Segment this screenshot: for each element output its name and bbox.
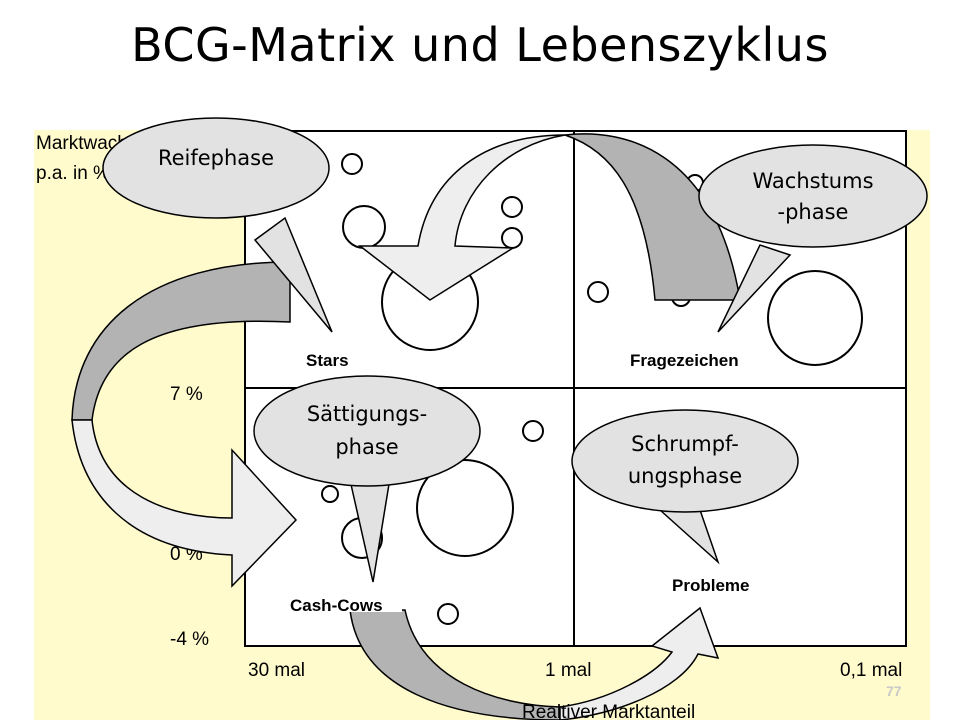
callout-tail-reife	[253, 216, 333, 333]
phase-text-wachstum-2: -phase	[777, 200, 849, 224]
portfolio-circle	[341, 153, 363, 175]
arrow-saturation-to-decline	[349, 606, 720, 720]
y-tick-7: 7 %	[170, 384, 203, 405]
y-tick-minus4: -4 %	[170, 629, 210, 650]
portfolio-circle	[342, 205, 386, 249]
quadrant-label-probleme: Probleme	[672, 576, 750, 595]
slide-title: BCG-Matrix und Lebenszyklus	[131, 18, 829, 72]
portfolio-circle	[501, 227, 523, 249]
phase-text-saettigung-2: phase	[335, 435, 399, 459]
page-number: 77	[886, 683, 902, 699]
portfolio-circle	[587, 281, 609, 303]
callout-saettigung	[253, 375, 481, 487]
phase-text-schrumpf-1: Schrumpf-	[631, 432, 739, 456]
phase-text-wachstum-1: Wachstums	[752, 169, 874, 193]
portfolio-circle	[437, 603, 459, 625]
x-axis-label: Realtiver Marktanteil	[522, 702, 696, 720]
portfolio-circle	[416, 459, 514, 557]
callout-tail-wachstum	[717, 244, 792, 333]
phase-text-schrumpf-2: ungsphase	[627, 464, 743, 488]
portfolio-circle	[501, 196, 523, 218]
portfolio-circle	[522, 420, 544, 442]
phase-text-reife: Reifephase	[157, 146, 275, 170]
callout-wachstum	[698, 144, 928, 248]
x-tick-1: 1 mal	[545, 660, 592, 681]
portfolio-circle	[767, 270, 863, 366]
x-tick-30: 30 mal	[248, 660, 306, 681]
y-axis-label-line2: p.a. in %	[36, 163, 110, 184]
quadrant-label-stars: Stars	[306, 351, 349, 370]
callout-schrumpf	[571, 409, 799, 513]
quadrant-label-cash-cows: Cash-Cows	[290, 596, 383, 615]
phase-callouts	[102, 117, 928, 583]
quadrant-label-fragezeichen: Fragezeichen	[630, 351, 739, 370]
callout-reife	[102, 117, 330, 219]
x-tick-0-1: 0,1 mal	[840, 660, 903, 681]
y-axis-label-line1: Marktwachstum	[36, 133, 128, 154]
arrow-maturity-to-saturation	[71, 261, 298, 588]
portfolio-circle	[321, 485, 339, 503]
phase-text-saettigung-1: Sättigungs-	[306, 402, 428, 426]
